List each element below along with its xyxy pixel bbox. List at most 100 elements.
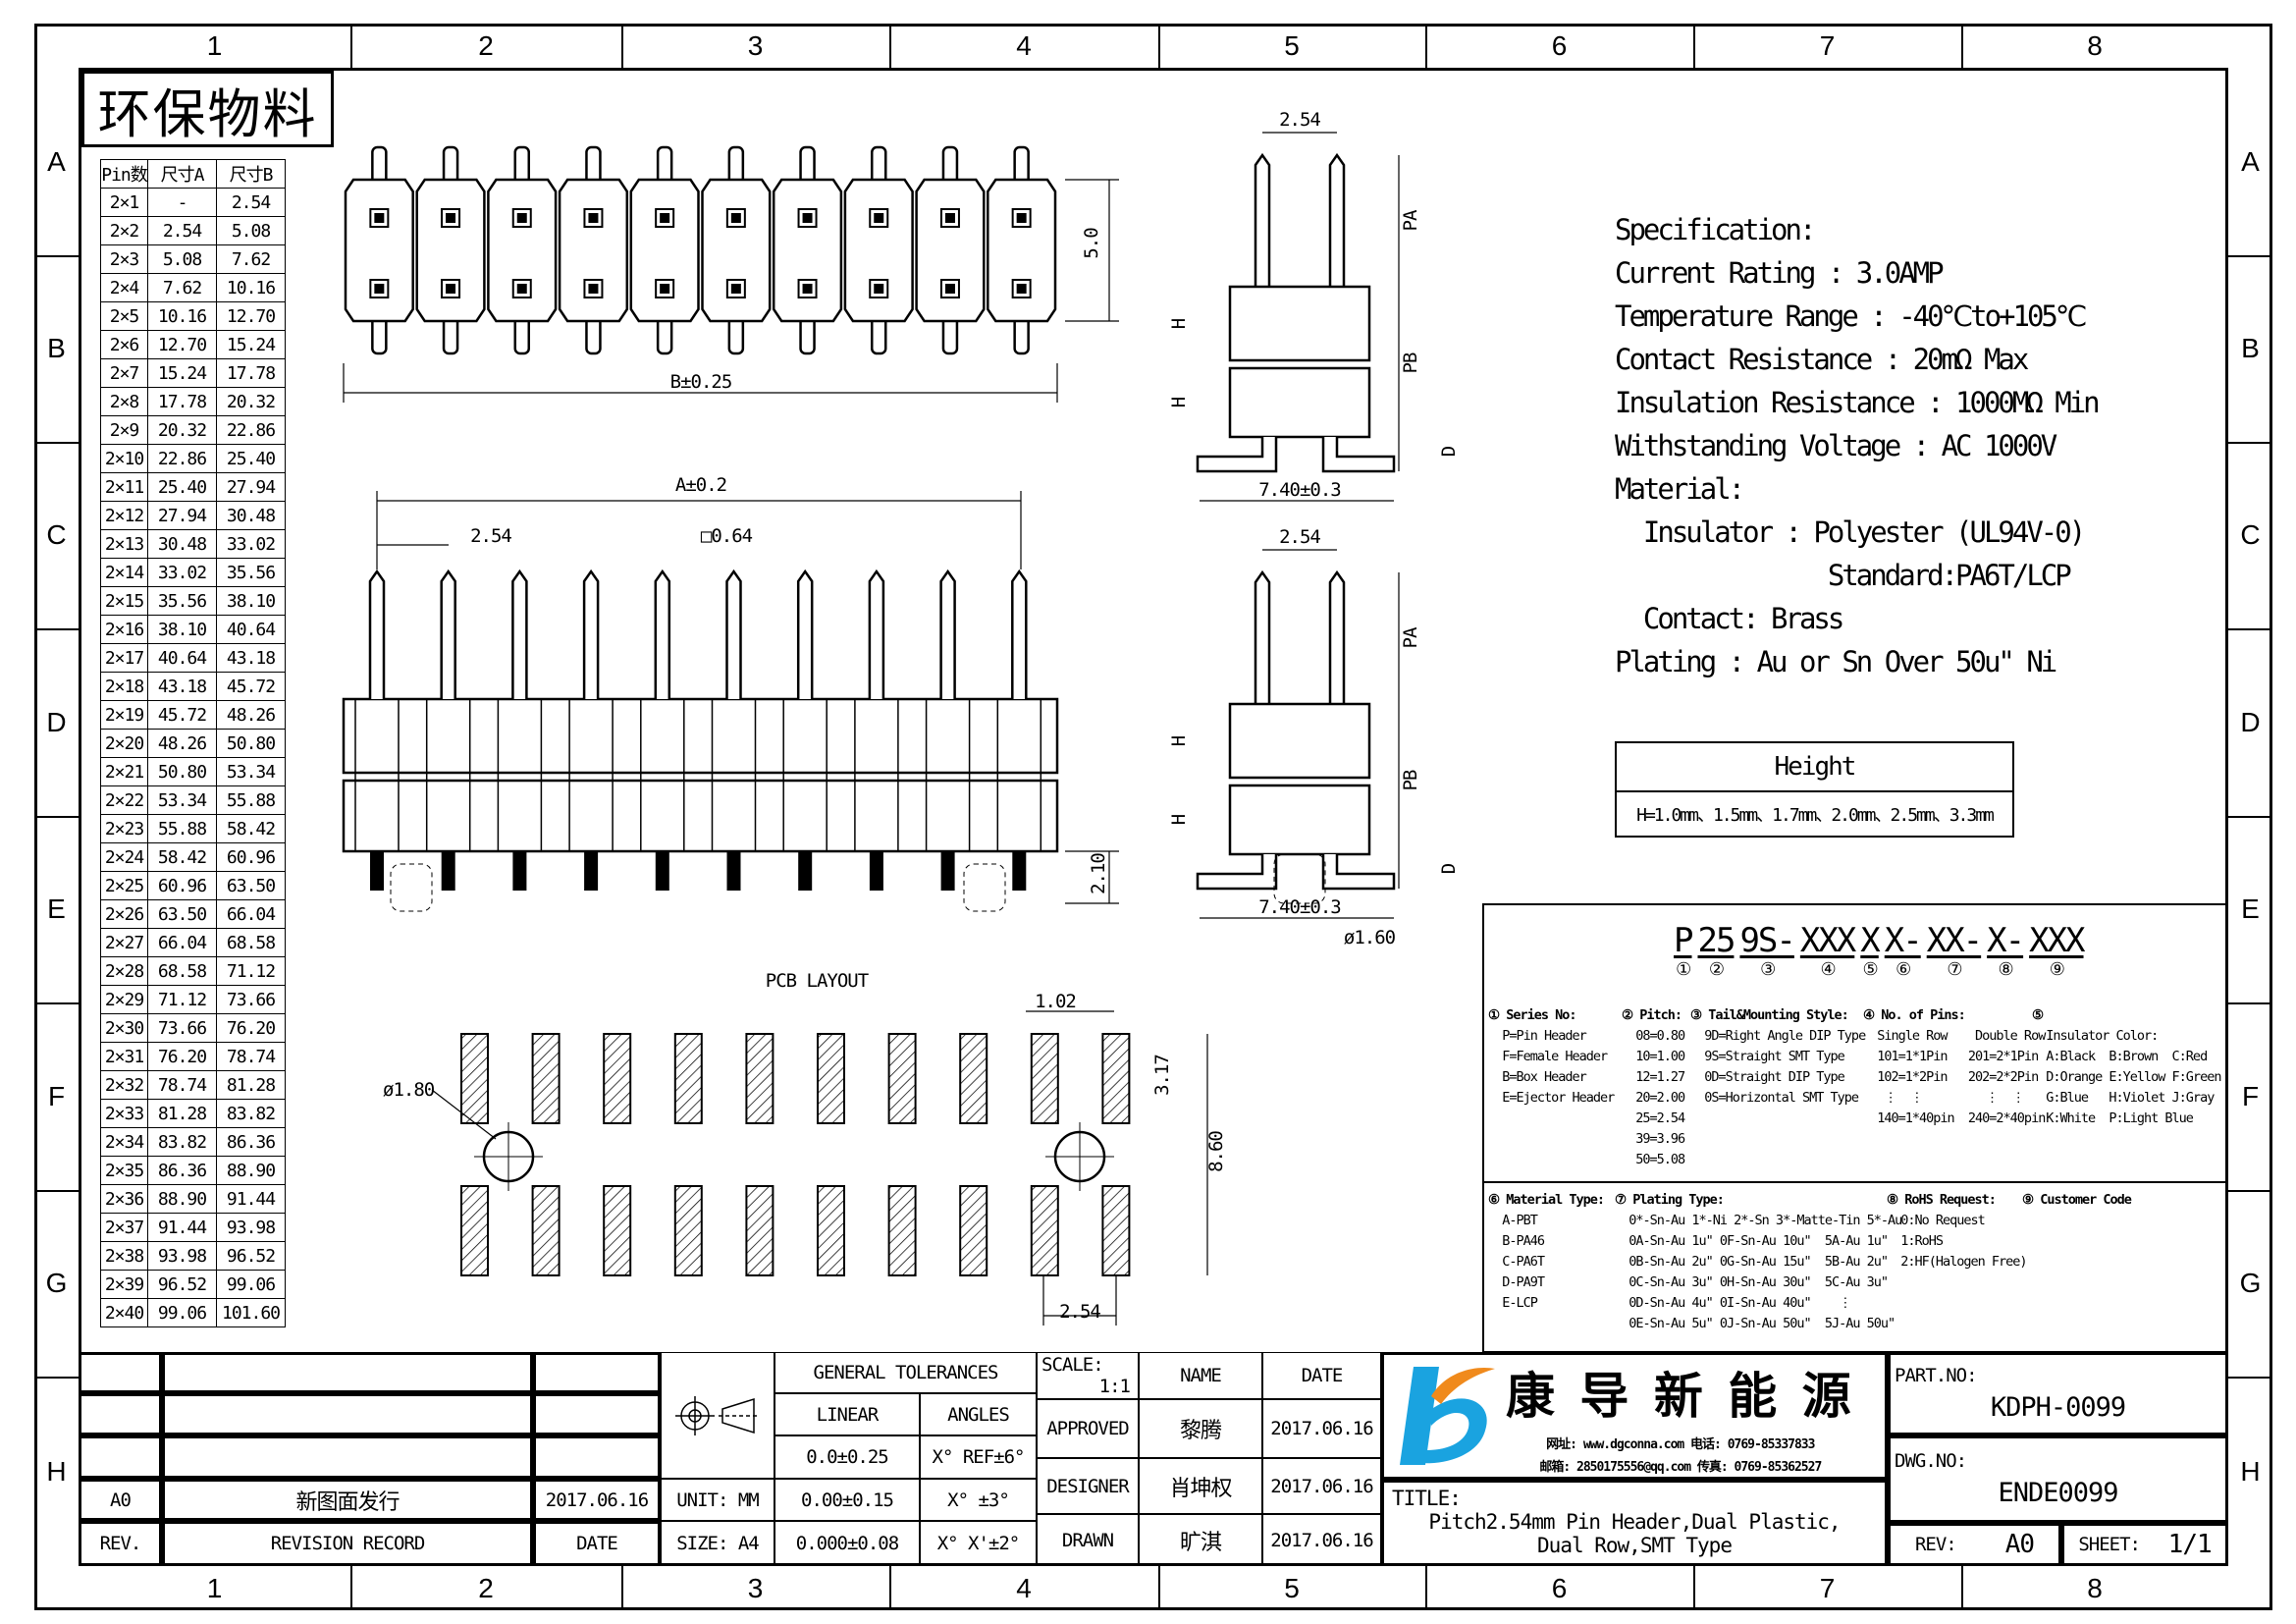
zone-column-label: 8 [2087,29,2103,61]
segment-code: X [1860,921,1881,960]
legend-series: ① Series No: P=Pin Header F=Female Heade… [1488,1005,1615,1109]
zone-column-label: 6 [1551,1572,1568,1603]
pin-tail [1012,851,1027,891]
dim-post: ø1.60 [1344,927,1396,948]
rev-label: REV: [1914,1534,1957,1555]
dim-b: 2.54 [216,188,286,217]
pin-count: 2×10 [100,444,148,473]
dim-h: H [1168,318,1190,329]
pin [1011,568,1028,699]
part-no-value: KDPH-0099 [1990,1392,2126,1423]
projection-symbol-cell [661,1352,774,1479]
legend-pitch: ② Pitch: 08=0.80 10=1.00 12=1.27 20=2.00… [1622,1005,1685,1170]
zone-column-label: 6 [1551,29,1568,61]
legend-insulator-color: ⑤ Insulator Color: A:Black B:Brown C:Red… [2032,1005,2221,1129]
spec-line: Contact: Brass [1615,602,1844,635]
scale-label: SCALE: [1041,1354,1104,1376]
approved-name: 黎腾 [1139,1399,1262,1458]
part-code-segment: X-⑧ [1987,921,2025,980]
housing-unit [629,178,700,323]
scale-value: 1:1 [1098,1376,1131,1397]
pin-square-core [516,213,527,223]
zone-column-label: 1 [206,1572,223,1603]
spec-line: Current Rating : 3.0AMP [1615,256,1945,290]
pin-count: 2×21 [100,757,148,786]
side-views: 2.54PAPBHHD7.40±0.32.54PAPBHHD7.40±0.3ø1… [1168,109,1460,948]
dim-h: H [1168,397,1190,407]
smt-leg [1321,854,1396,891]
pin-count: 2×14 [100,558,148,587]
header-dim-a: 尺寸A [147,159,217,189]
dim-b: 101.60 [216,1298,286,1327]
pad [603,1033,632,1124]
legend-line: Single Row Double Row [1863,1028,2046,1044]
legend-line: 0A-Sn-Au 1u" 0F-Sn-Au 10u" 5A-Au 1u" [1615,1233,1889,1249]
dim-h: H [1168,814,1190,825]
legend-line: 0B-Sn-Au 2u" 0G-Sn-Au 15u" 5B-Au 2u" [1615,1254,1889,1270]
part-no-label: PART.NO: [1895,1365,1978,1386]
date-header: DATE [1262,1352,1381,1399]
date-header: DATE [533,1521,661,1566]
pin-count: 2×9 [100,415,148,445]
pin-count: 2×22 [100,785,148,815]
legend-line: 08=0.80 [1622,1028,1685,1044]
zone-column-label: 2 [478,29,494,61]
pin-tail [726,851,741,891]
zone-tick [34,1002,79,1004]
dim-a: 73.66 [147,1013,217,1043]
spec-line: Insulator : Polyester (UL94V-0) [1615,515,2086,549]
dim-b: 7.62 [216,244,286,274]
segment-code: XXX [1799,921,1856,960]
legend-line: 10=1.00 [1622,1049,1685,1064]
legend-line: B=Box Header [1488,1069,1587,1085]
dim-b: 99.06 [216,1270,286,1299]
segment-code: 25 [1697,921,1735,960]
legend-line: C-PA6T [1488,1254,1545,1270]
zone-column-label: 5 [1284,1572,1300,1603]
linear-tol: 0.00±0.15 [774,1479,920,1521]
angle-tol: X° X'±2° [920,1521,1037,1566]
angles-header: ANGLES [920,1393,1037,1435]
legend-line: ④ No. of Pins: [1863,1007,1966,1023]
legend-line: Insulator Color: [2032,1028,2159,1044]
angle-tol: X° ±3° [920,1479,1037,1521]
pin-count: 2×15 [100,586,148,616]
pad [887,1185,917,1276]
pin-square-core [446,284,456,294]
smt-leg [1321,437,1396,473]
zone-tick [2228,255,2272,257]
legend-pins: ④ No. of Pins: Single Row Double Row 101… [1863,1005,2046,1129]
legend-material: ⑥ Material Type: A-PBT B-PA46 C-PA6T D-P… [1488,1190,1605,1314]
zone-tick [350,1566,352,1610]
pin-square-core [660,284,670,294]
part-no-cell: PART.NO: KDPH-0099 [1888,1352,2228,1435]
legend-line: 50=5.08 [1622,1152,1685,1167]
dim-pad-length: 3.17 [1151,1055,1173,1096]
legend-line: D-PA9T [1488,1274,1545,1290]
dim-a: 88.90 [147,1184,217,1214]
zone-column-label: 8 [2087,1572,2103,1603]
company-name: 康 导 新 能 源 [1506,1368,1855,1425]
sheet-value: 1/1 [2167,1530,2213,1559]
segment-number: ⑦ [1947,959,1962,980]
pin-square-core [516,284,527,294]
legend-line: E=Ejector Header [1488,1090,1615,1106]
rev-value: A0 [79,1479,162,1521]
pin [796,568,814,699]
zone-row-label: G [45,1268,68,1298]
zone-row-label: A [2241,145,2260,177]
locating-post [390,863,433,912]
